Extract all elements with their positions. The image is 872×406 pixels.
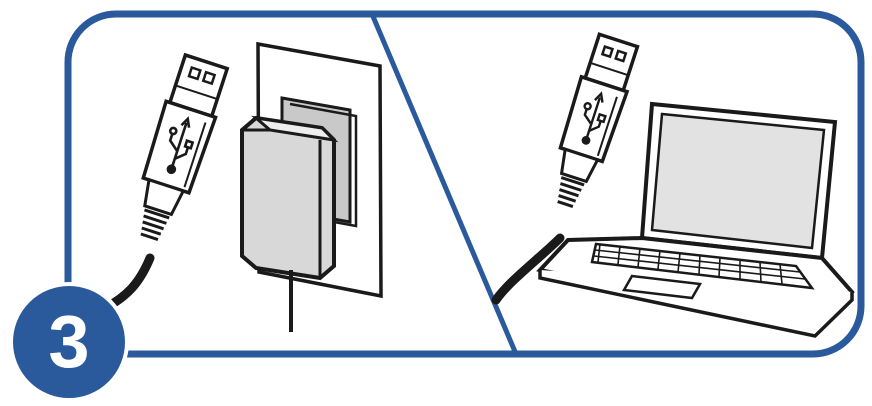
wall-outlet-panel: [105, 44, 381, 332]
power-adapter-icon: [242, 118, 334, 332]
usb-plug-right-icon: [542, 33, 641, 211]
usb-plug-left-icon: [125, 54, 231, 245]
step-badge: [11, 284, 127, 400]
computer-panel: [496, 33, 852, 336]
